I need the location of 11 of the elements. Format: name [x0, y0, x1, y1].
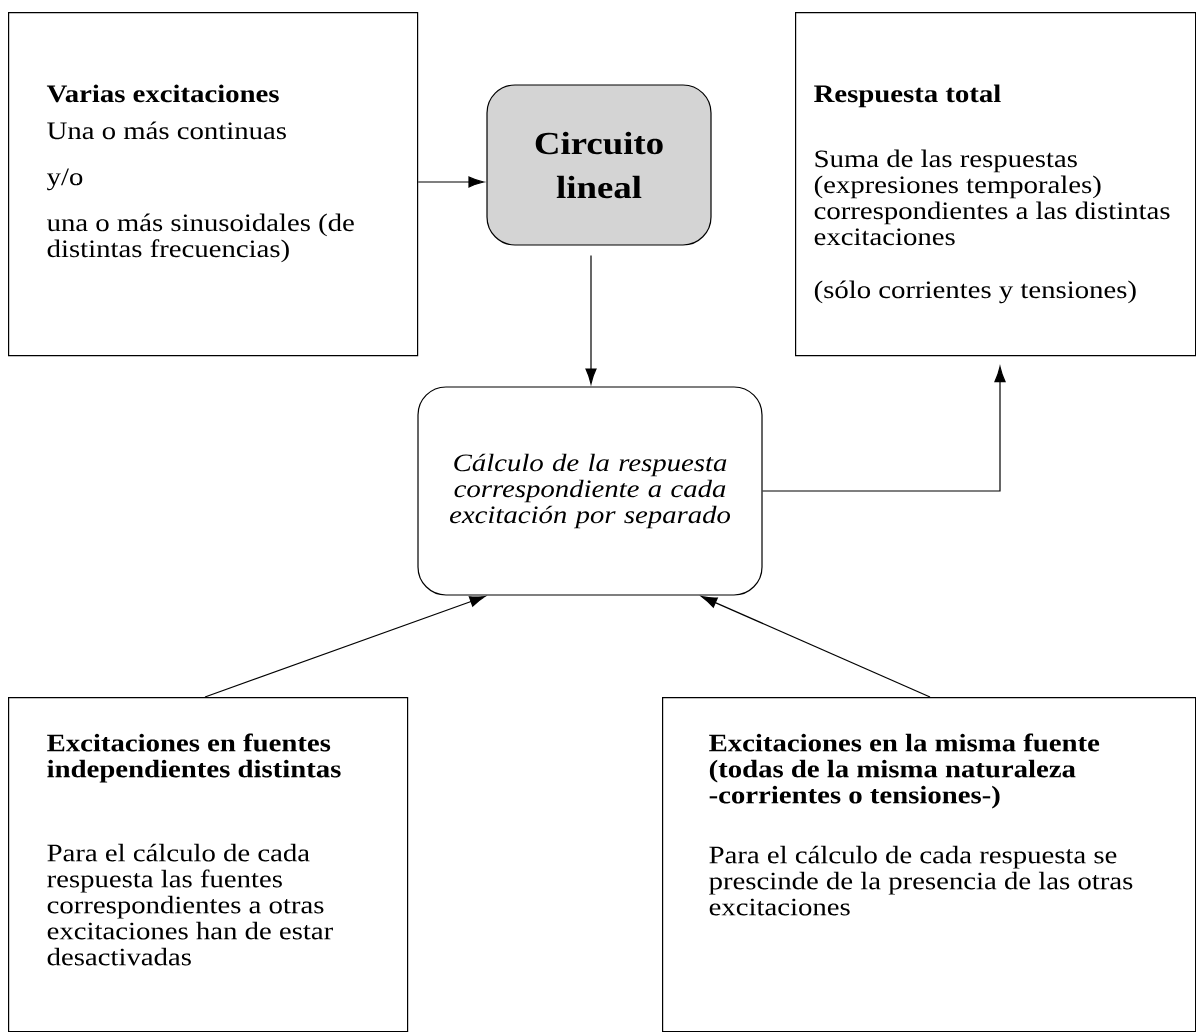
arrow — [762, 366, 1006, 492]
arrow — [585, 255, 597, 385]
text-box: Varias excitaciones Una o más continuas y/o una o más sinusoidales (de distintas frecuencias) — [8, 12, 419, 357]
process-box: Cálculo de la respuesta correspondiente a cada excitación por separado — [417, 386, 763, 596]
arrow — [417, 176, 485, 188]
text-box: Excitaciones en fuentes independientes distintas Para el cálculo de cada respuesta las fuentes correspondientes a otras excitaciones han de estar desactivadas — [8, 697, 409, 1032]
arrow — [204, 595, 486, 698]
text-box: Excitaciones en la misma fuente (todas de la misma naturaleza -corrientes o tensiones-) Para el cálculo de cada respuesta se prescinde de la presencia de las otras excitaciones — [662, 697, 1196, 1032]
arrow — [701, 596, 931, 698]
process-box: Circuito lineal — [486, 84, 712, 246]
text-box: Respuesta total Suma de las respuestas (expresiones temporales) correspondientes a las distintas excitaciones (sólo corrientes y tensiones) — [795, 12, 1196, 357]
